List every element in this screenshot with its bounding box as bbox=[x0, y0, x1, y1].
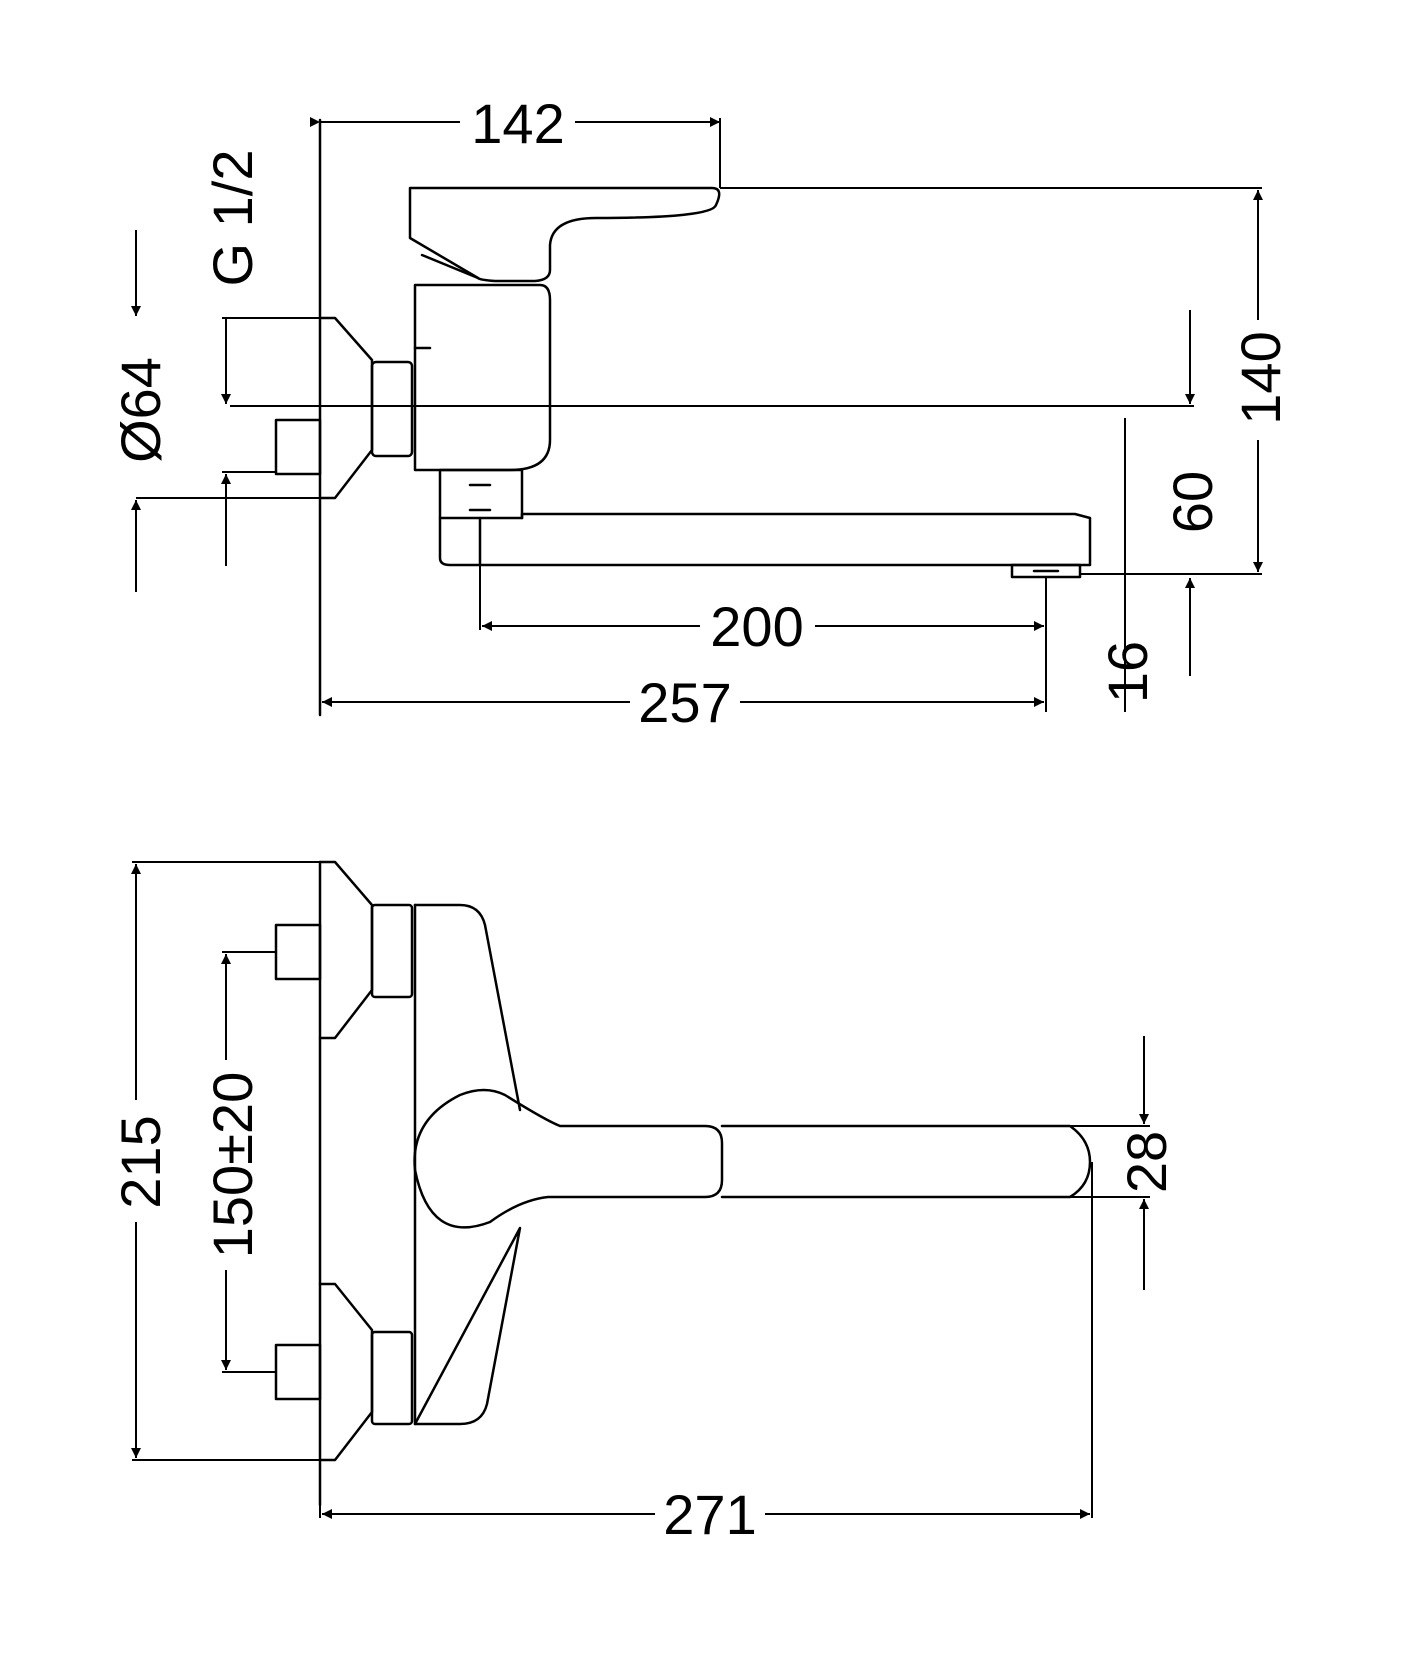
eccentric-connector bbox=[274, 418, 322, 476]
side-view: 142 140 60 16 200 257 G 1/2 bbox=[109, 92, 1292, 734]
mixer-body bbox=[413, 283, 552, 472]
upper-rosette bbox=[318, 860, 374, 1040]
dim-150-label: 150±20 bbox=[201, 1072, 264, 1258]
upper-connector bbox=[274, 923, 322, 981]
spout bbox=[438, 512, 1092, 567]
lever-handle-top bbox=[413, 1088, 724, 1229]
lower-nut bbox=[370, 1330, 414, 1426]
dim-16-label: 16 bbox=[1096, 641, 1159, 703]
handle-neck bbox=[420, 253, 480, 280]
upper-nut bbox=[370, 903, 414, 999]
dim-140-label: 140 bbox=[1229, 331, 1292, 424]
dim-60-label: 60 bbox=[1161, 471, 1224, 533]
dim-28-label: 28 bbox=[1115, 1131, 1178, 1193]
spout-top bbox=[720, 1124, 1092, 1199]
dim-271-label: 271 bbox=[663, 1483, 756, 1546]
lower-connector bbox=[274, 1343, 322, 1401]
dim-d64-label: Ø64 bbox=[109, 357, 172, 463]
dim-257-label: 257 bbox=[638, 671, 731, 734]
top-view: 215 150±20 28 271 bbox=[109, 860, 1178, 1546]
dim-142-label: 142 bbox=[471, 92, 564, 155]
dim-g12-label: G 1/2 bbox=[201, 150, 264, 287]
union-nut bbox=[370, 360, 414, 458]
dim-200-label: 200 bbox=[710, 595, 803, 658]
rosette-profile bbox=[318, 316, 374, 500]
lower-rosette bbox=[318, 1282, 374, 1462]
handle-lever bbox=[408, 186, 721, 283]
mixer-body-top bbox=[413, 903, 522, 1426]
dim-215-label: 215 bbox=[109, 1115, 172, 1208]
